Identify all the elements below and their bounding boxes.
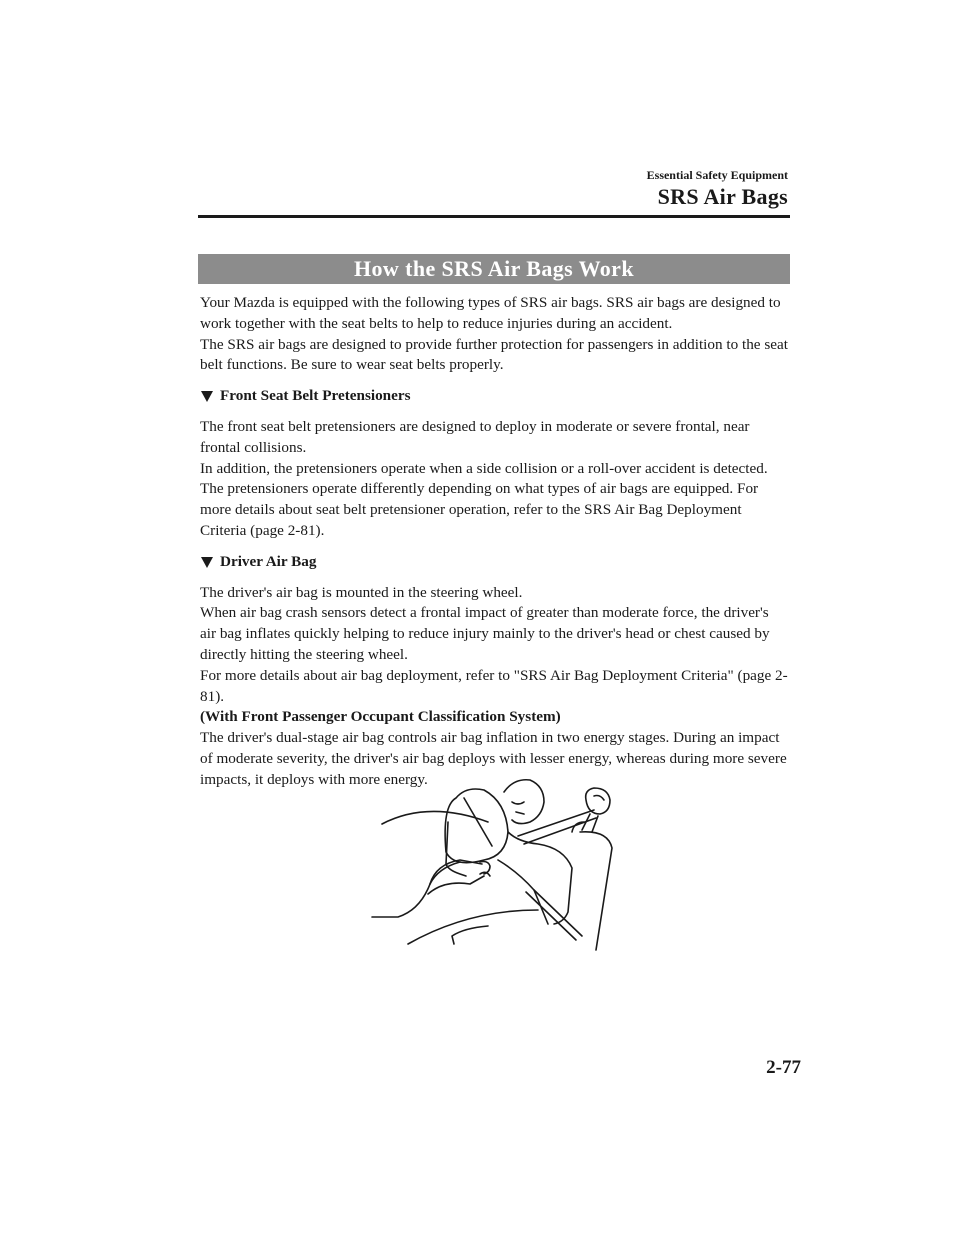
pretensioners-heading: Front Seat Belt Pretensioners <box>200 386 788 407</box>
main-content: Your Mazda is equipped with the followin… <box>200 293 788 791</box>
intro-paragraph: Your Mazda is equipped with the followin… <box>200 294 781 332</box>
header-section-label: Essential Safety Equipment <box>646 168 788 182</box>
pretensioners-paragraph: The front seat belt pretensioners are de… <box>200 417 750 456</box>
driver-air-bag-paragraph: For more details about air bag deploymen… <box>200 666 788 705</box>
page-number: 2-77 <box>766 1057 801 1078</box>
driver-air-bag-heading: Driver Air Bag <box>200 552 788 573</box>
triangle-down-icon <box>201 556 213 568</box>
driver-air-bag-paragraph: When air bag crash sensors detect a fron… <box>200 604 770 663</box>
dual-stage-paragraph: The driver's dual-stage air bag controls… <box>200 729 787 788</box>
page-title: SRS Air Bags <box>657 184 788 209</box>
pretensioners-paragraph: In addition, the pretensioners operate w… <box>200 459 768 539</box>
driver-air-bag-heading-text: Driver Air Bag <box>220 552 317 570</box>
header-divider <box>198 215 790 218</box>
triangle-down-icon <box>201 391 213 403</box>
driver-airbag-deployment-illustration <box>368 772 628 954</box>
occupant-classification-subheading: (With Front Passenger Occupant Classific… <box>200 708 561 726</box>
intro-paragraph: The SRS air bags are designed to provide… <box>200 335 788 374</box>
pretensioners-heading-text: Front Seat Belt Pretensioners <box>220 387 411 405</box>
section-banner: How the SRS Air Bags Work <box>198 254 790 284</box>
driver-air-bag-paragraph: The driver's air bag is mounted in the s… <box>200 583 523 601</box>
